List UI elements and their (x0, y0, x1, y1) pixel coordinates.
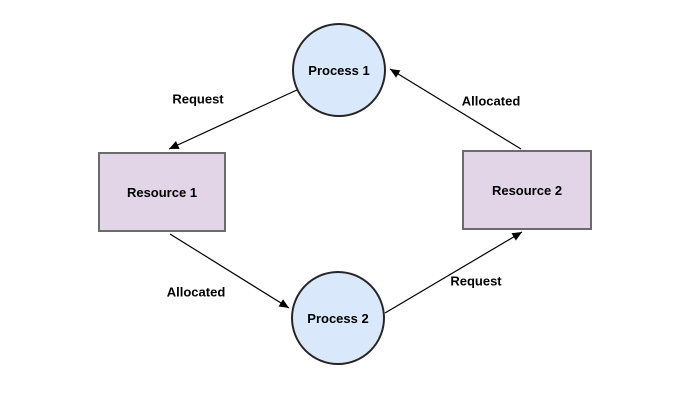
node-resource-1-label: Resource 1 (126, 184, 198, 200)
node-resource-2: Resource 2 (462, 150, 592, 230)
edge-label-request-p1-r1: Request (172, 91, 224, 107)
edge-process2-to-resource2 (384, 231, 523, 314)
edge-label-allocated-r2-p1: Allocated (461, 93, 521, 109)
node-process-1: Process 1 (292, 23, 386, 117)
edge-label-allocated-r1-p2: Allocated (166, 284, 226, 300)
edge-process1-to-resource1 (168, 88, 300, 150)
edge-resource1-to-process2 (169, 233, 290, 309)
node-process-2: Process 2 (291, 271, 385, 365)
edge-resource2-to-process1 (389, 68, 522, 150)
node-process-1-label: Process 1 (308, 62, 370, 78)
node-process-2-label: Process 2 (307, 310, 369, 326)
node-resource-1: Resource 1 (98, 152, 226, 232)
node-resource-2-label: Resource 2 (491, 182, 563, 198)
edge-label-request-p2-r2: Request (450, 273, 502, 289)
